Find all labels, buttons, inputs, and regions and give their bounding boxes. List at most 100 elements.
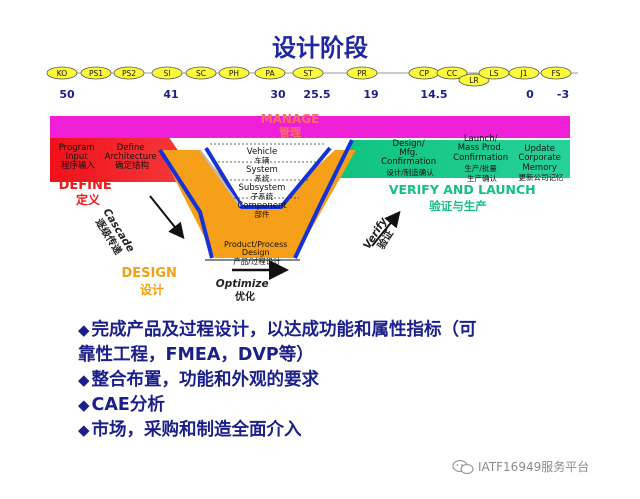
level-component-en: Component [237, 201, 287, 211]
milestone-label: PH [229, 69, 239, 78]
level-component-zh: 部件 [255, 209, 270, 219]
level-subsystem-en: Subsystem [239, 183, 286, 193]
milestone-label: SI [164, 69, 171, 78]
milestone-st: ST [292, 66, 324, 80]
launch-mass-label: Launch/ Mass Prod. Confirmation 生产/批量 生产… [453, 134, 511, 183]
product-process-label: Product/Process Design 产品/过程设计 [224, 240, 290, 266]
milestone-cp: CP [408, 66, 440, 80]
bullet-list: ◆完成产品及过程设计，以达成功能和属性指标（可靠性工程，FMEA，DVP等）◆整… [78, 318, 598, 443]
lm-line1: Mass Prod. [458, 143, 504, 153]
timing-value: 30 [270, 88, 286, 101]
lm-line2: Confirmation [453, 153, 508, 163]
milestone-ph: PH [218, 66, 250, 80]
watermark-text: IATF16949服务平台 [478, 460, 590, 474]
verify-launch-en: VERIFY AND LAUNCH [389, 182, 536, 197]
verify-launch-title: VERIFY AND LAUNCH 验证与生产 [389, 179, 541, 213]
uc-line1: Update [524, 144, 555, 154]
timing-value: 50 [59, 88, 75, 101]
bullet-text: 市场，采购和制造全面介入 [91, 420, 302, 440]
page-title: 设计阶段 [272, 34, 368, 62]
milestone-label: KO [57, 69, 68, 78]
define-en: DEFINE [59, 178, 112, 193]
milestone-ls: LS [478, 66, 510, 80]
optimize-en: Optimize [216, 278, 269, 290]
bullet-text: 整合布置，功能和外观的要求 [91, 370, 320, 390]
milestone-ps1: PS1 [80, 66, 112, 80]
timing-value: 14.5 [420, 88, 447, 101]
design-mfg-label: Design/ Mfg. Confirmation 设计/制造确认 [381, 139, 439, 177]
milestone-si: SI [151, 66, 183, 80]
level-vehicle-en: Vehicle [247, 147, 277, 157]
bullet-item: ◆整合布置，功能和外观的要求 [78, 368, 598, 393]
diamond-bullet-icon: ◆ [78, 321, 90, 339]
milestone-label: CP [419, 69, 429, 78]
program-label: Program Input 程序输入 [59, 143, 98, 171]
milestone-label: J1 [520, 69, 528, 78]
milestone-label: LS [490, 69, 499, 78]
optimize-zh: 优化 [235, 290, 255, 303]
design-title: DESIGN 设计 [122, 262, 183, 297]
timing-value: 41 [163, 88, 178, 101]
product-process-l2: Design [242, 248, 270, 257]
program-zh: 程序输入 [61, 160, 96, 171]
milestone-label: LR [469, 76, 478, 85]
program-en: Program [59, 143, 95, 153]
define-zh: 定义 [76, 192, 101, 207]
v-shade-left [199, 149, 241, 207]
verify-launch-region [332, 140, 570, 178]
design-zh: 设计 [140, 282, 164, 297]
product-process-l1: Product/Process [224, 240, 287, 249]
timing-value: 19 [363, 88, 378, 101]
bullet-item: 靠性工程，FMEA，DVP等） [78, 343, 598, 368]
milestone-ps2: PS2 [113, 66, 145, 80]
level-system-en: System [246, 165, 278, 175]
milestone-pr: PR [346, 66, 378, 80]
milestone-label: PS1 [89, 69, 103, 78]
define-title: DEFINE 定义 [59, 174, 118, 207]
v-blue-line-left [158, 148, 214, 259]
dm-line2: Mfg. [399, 148, 417, 158]
milestone-fs: FS [540, 66, 572, 80]
dm-line3: Confirmation [381, 157, 436, 167]
uc-line2: Corporate [518, 153, 561, 163]
milestone-label: FS [552, 69, 561, 78]
verify-launch-zh: 验证与生产 [429, 199, 487, 213]
level-system-zh: 系统 [255, 173, 270, 183]
timing-value: -3 [557, 88, 569, 101]
level-subsystem-zh: 子系统 [251, 191, 274, 201]
manage-en: MANAGE [261, 112, 320, 126]
watermark: IATF16949服务平台 [452, 458, 589, 475]
verify-arrow [371, 210, 401, 247]
input-en: Input [66, 152, 89, 162]
bullet-text: 靠性工程，FMEA，DVP等） [78, 345, 314, 365]
diamond-bullet-icon: ◆ [78, 396, 90, 414]
uc-zh: 更新公司记忆 [519, 172, 564, 182]
bullet-text: CAE分析 [91, 395, 165, 415]
define-region [50, 136, 200, 182]
dm-line1: Design/ [393, 139, 425, 149]
bullet-item: ◆市场，采购和制造全面介入 [78, 418, 598, 443]
define-en-small: Define [117, 143, 145, 153]
diamond-bullet-icon: ◆ [78, 421, 90, 439]
milestone-pa: PA [254, 66, 286, 80]
v-blue-line-right [293, 139, 354, 259]
milestone-label: CC [447, 69, 457, 78]
milestone-cc: CC [436, 66, 468, 80]
dm-zh: 设计/制造确认 [386, 167, 434, 177]
wechat-icon [452, 459, 474, 474]
lm-line0: Launch/ [464, 134, 498, 144]
milestone-ko: KO [46, 66, 78, 80]
uc-line3: Memory [522, 163, 557, 173]
architecture-en: Architecture [105, 152, 157, 162]
design-en: DESIGN [122, 266, 177, 281]
lm-zh: 生产/批量 [464, 163, 497, 173]
milestone-j1: J1 [508, 66, 540, 80]
bullet-item: ◆完成产品及过程设计，以达成功能和属性指标（可 [78, 318, 598, 343]
define-arch-zh: 确定结构 [115, 160, 149, 171]
product-process-zh: 产品/过程设计 [233, 256, 281, 266]
manage-zh: 管理 [279, 125, 301, 139]
level-vehicle-zh: 车辆 [255, 155, 270, 165]
